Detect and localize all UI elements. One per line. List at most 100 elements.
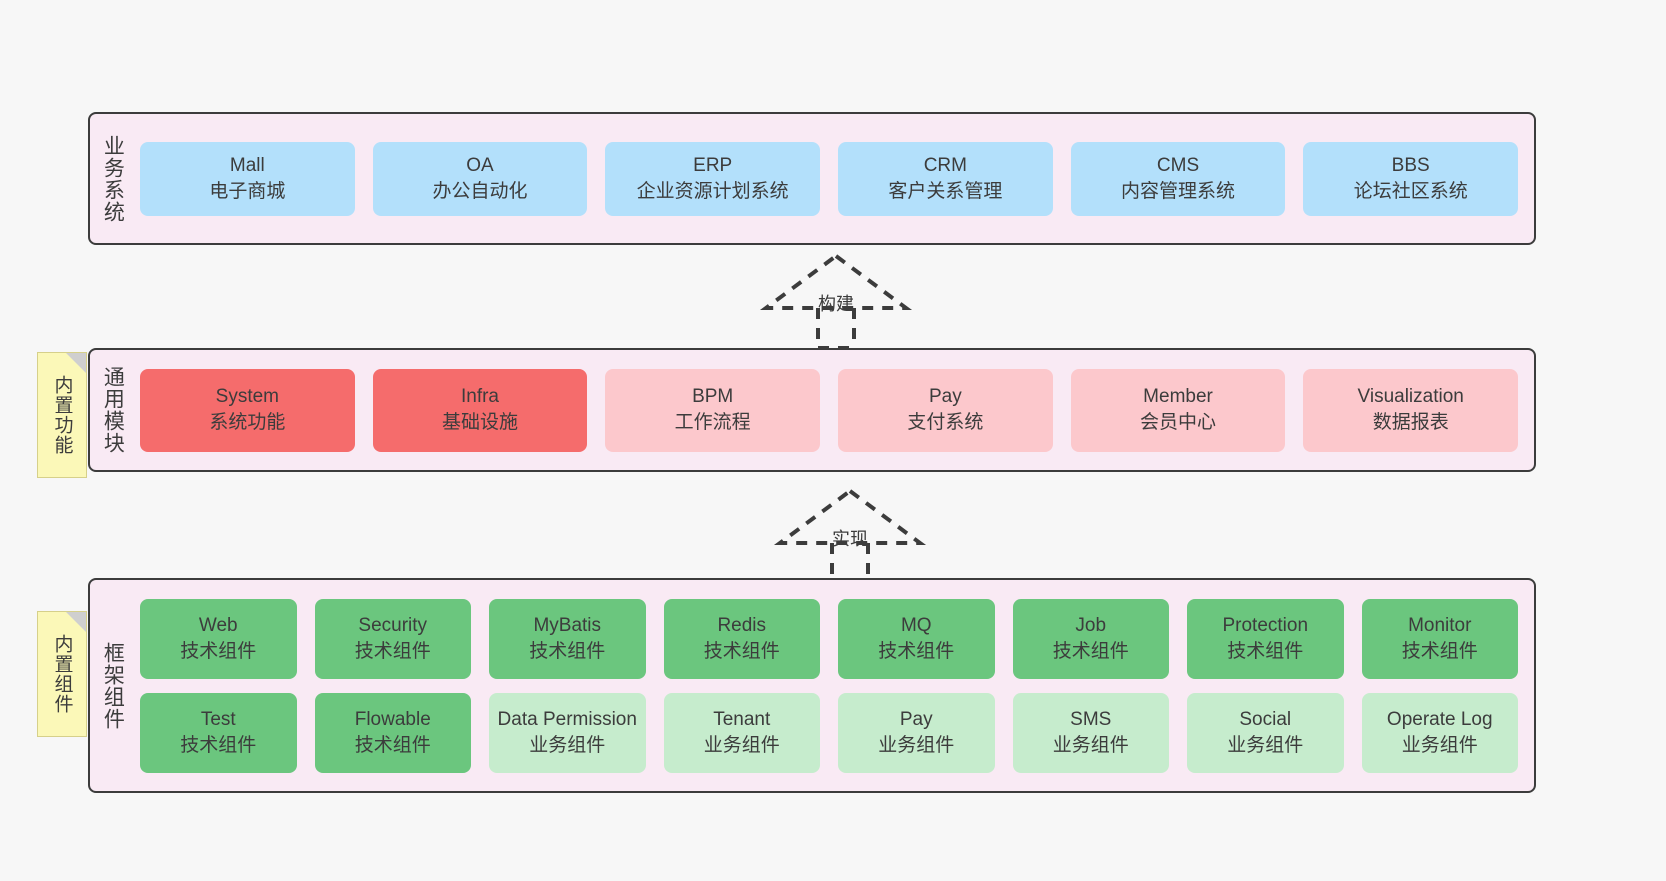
node-label-cn: 论坛社区系统 <box>1353 180 1468 202</box>
node-label-en: MQ <box>900 614 932 636</box>
node-label-cn: 企业资源计划系统 <box>636 180 789 202</box>
node-bbs[interactable]: BBS 论坛社区系统 <box>1303 141 1519 216</box>
node-label-en: Member <box>1143 386 1213 408</box>
node-security[interactable]: Security 技术组件 <box>314 598 471 679</box>
node-label-en: Flowable <box>354 708 431 730</box>
node-label-cn: 技术组件 <box>703 640 780 662</box>
node-label-cn: 技术组件 <box>1401 640 1478 662</box>
node-web[interactable]: Web 技术组件 <box>140 598 297 679</box>
node-label-en: Data Permission <box>497 708 637 730</box>
node-member[interactable]: Member 会员中心 <box>1070 368 1286 452</box>
node-label-en: Operate Log <box>1386 708 1493 730</box>
row: Test 技术组件 Flowable 技术组件 Data Permission … <box>140 692 1518 773</box>
note-label: 内置功能 <box>51 375 73 455</box>
node-flowable[interactable]: Flowable 技术组件 <box>314 692 471 773</box>
node-cms[interactable]: CMS 内容管理系统 <box>1070 141 1286 216</box>
node-crm[interactable]: CRM 客户关系管理 <box>838 141 1053 216</box>
node-label-cn: 业务组件 <box>1227 734 1304 756</box>
layer-body-business: Mall 电子商城 OA 办公自动化 ERP 企业资源计划系统 CRM 客户关系… <box>134 114 1534 243</box>
connector-build: 构建 <box>756 252 916 352</box>
node-label-cn: 技术组件 <box>1227 640 1304 662</box>
node-label-cn: 业务组件 <box>1401 734 1478 756</box>
node-label-cn: 技术组件 <box>1052 640 1129 662</box>
node-label-en: Pay <box>899 708 933 730</box>
node-label-cn: 基础设施 <box>442 412 519 433</box>
layer-framework-components: 框架组件 Web 技术组件 Security 技术组件 MyBatis 技术组件… <box>88 578 1536 793</box>
node-label-en: SMS <box>1070 708 1112 730</box>
node-monitor[interactable]: Monitor 技术组件 <box>1361 598 1518 679</box>
node-label-cn: 业务组件 <box>1052 734 1129 756</box>
node-label-cn: 技术组件 <box>180 734 257 756</box>
node-label-en: Redis <box>717 614 767 636</box>
node-label-en: Social <box>1239 708 1292 730</box>
node-mall[interactable]: Mall 电子商城 <box>140 141 355 216</box>
node-test[interactable]: Test 技术组件 <box>140 692 297 773</box>
node-label-cn: 电子商城 <box>209 180 286 202</box>
layer-body-modules: System 系统功能 Infra 基础设施 BPM 工作流程 Pay 支付系统… <box>134 350 1534 470</box>
node-visualization[interactable]: Visualization 数据报表 <box>1303 368 1519 452</box>
node-label-en: Pay <box>928 386 962 408</box>
node-label-en: CMS <box>1156 154 1200 176</box>
connector-label-implement: 实现 <box>832 529 868 549</box>
node-label-en: BPM <box>692 386 734 408</box>
node-label-cn: 工作流程 <box>674 412 751 433</box>
node-job[interactable]: Job 技术组件 <box>1012 598 1169 679</box>
node-label-en: CRM <box>923 154 967 176</box>
node-label-cn: 技术组件 <box>878 640 955 662</box>
node-data-permission[interactable]: Data Permission 业务组件 <box>489 692 646 773</box>
node-label-en: Test <box>200 708 236 730</box>
note-builtin-functions: 内置功能 <box>37 352 87 478</box>
node-sms[interactable]: SMS 业务组件 <box>1012 692 1169 773</box>
note-builtin-components: 内置组件 <box>37 611 87 737</box>
row: Web 技术组件 Security 技术组件 MyBatis 技术组件 Redi… <box>140 598 1518 679</box>
node-label-cn: 业务组件 <box>878 734 955 756</box>
node-protection[interactable]: Protection 技术组件 <box>1187 598 1344 679</box>
layer-business-systems: 业务系统 Mall 电子商城 OA 办公自动化 ERP 企业资源计划系统 CRM… <box>88 112 1536 245</box>
node-label-en: System <box>215 386 280 408</box>
node-label-en: MyBatis <box>533 614 602 636</box>
node-label-cn: 业务组件 <box>529 734 606 756</box>
node-label-cn: 数据报表 <box>1372 412 1449 433</box>
node-label-en: Mall <box>229 154 265 176</box>
node-label-cn: 内容管理系统 <box>1121 180 1236 202</box>
connector-label-build: 构建 <box>818 294 854 314</box>
node-bpm[interactable]: BPM 工作流程 <box>605 368 821 452</box>
node-oa[interactable]: OA 办公自动化 <box>372 141 588 216</box>
node-label-cn: 技术组件 <box>354 640 431 662</box>
node-social[interactable]: Social 业务组件 <box>1187 692 1344 773</box>
layer-title-business: 业务系统 <box>101 134 125 223</box>
node-label-en: Web <box>198 614 238 636</box>
node-label-en: Job <box>1075 614 1107 636</box>
node-pay[interactable]: Pay 支付系统 <box>838 368 1053 452</box>
node-label-cn: 会员中心 <box>1140 412 1217 433</box>
node-infra[interactable]: Infra 基础设施 <box>372 368 588 452</box>
node-label-cn: 支付系统 <box>907 412 984 433</box>
node-label-en: Visualization <box>1357 386 1464 408</box>
node-label-en: BBS <box>1391 154 1430 176</box>
node-label-en: Infra <box>460 386 500 408</box>
node-system[interactable]: System 系统功能 <box>140 368 355 452</box>
layer-body-framework: Web 技术组件 Security 技术组件 MyBatis 技术组件 Redi… <box>134 580 1534 791</box>
node-label-en: Tenant <box>713 708 771 730</box>
node-label-cn: 技术组件 <box>354 734 431 756</box>
node-operate-log[interactable]: Operate Log 业务组件 <box>1361 692 1518 773</box>
layer-common-modules: 通用模块 System 系统功能 Infra 基础设施 BPM 工作流程 Pay… <box>88 348 1536 472</box>
note-label: 内置组件 <box>51 634 73 714</box>
node-mybatis[interactable]: MyBatis 技术组件 <box>489 598 646 679</box>
node-label-cn: 业务组件 <box>703 734 780 756</box>
node-label-cn: 客户关系管理 <box>888 180 1003 202</box>
node-pay-component[interactable]: Pay 业务组件 <box>838 692 995 773</box>
node-mq[interactable]: MQ 技术组件 <box>838 598 995 679</box>
node-label-en: Protection <box>1222 614 1309 636</box>
layer-title-modules: 通用模块 <box>101 366 125 454</box>
node-label-en: ERP <box>693 154 733 176</box>
layer-title-framework: 框架组件 <box>101 641 125 730</box>
node-label-en: Security <box>358 614 428 636</box>
connector-implement: 实现 <box>770 487 930 587</box>
node-erp[interactable]: ERP 企业资源计划系统 <box>605 141 821 216</box>
node-tenant[interactable]: Tenant 业务组件 <box>663 692 820 773</box>
node-label-cn: 系统功能 <box>209 412 286 433</box>
node-label-cn: 办公自动化 <box>432 180 528 202</box>
node-redis[interactable]: Redis 技术组件 <box>663 598 820 679</box>
